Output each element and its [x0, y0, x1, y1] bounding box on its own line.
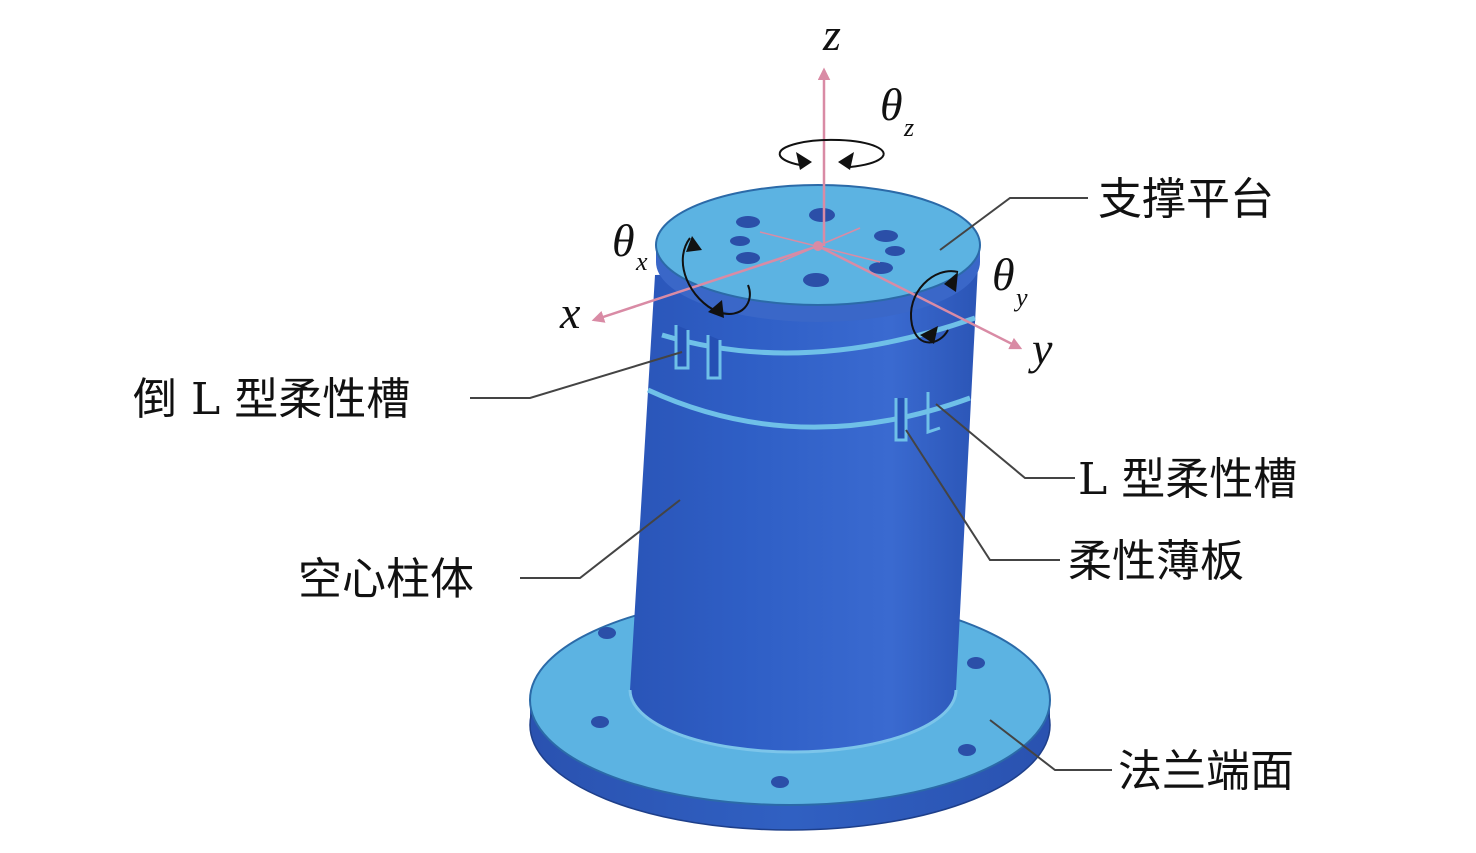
- platform-guide-line: [779, 227, 861, 263]
- column-body: [630, 265, 978, 752]
- l-slot: [926, 392, 941, 435]
- leader-hollow-column: [520, 499, 681, 579]
- label-flange-face: 法兰端面: [1118, 746, 1294, 797]
- flexible-plate-gap: [646, 387, 971, 430]
- leader-inverted-l-slot: [470, 351, 683, 399]
- theta-y-arrowhead: [920, 326, 938, 344]
- platform-hole: [736, 216, 760, 228]
- flange-hole: [771, 776, 789, 788]
- platform-hole: [885, 246, 905, 256]
- l-slot: [894, 398, 908, 442]
- theta-y-rotation-arrow: [909, 270, 959, 344]
- leader-lines: [470, 197, 1112, 771]
- inverted-l-slot: [674, 325, 690, 370]
- platform-hole: [809, 208, 835, 222]
- platform-hole: [736, 252, 760, 264]
- flange-hole: [967, 657, 985, 669]
- label-inverted-l-slot: 倒 L 型柔性槽: [133, 374, 410, 425]
- theta-z-arrowhead: [796, 152, 812, 170]
- flange-hole: [591, 716, 609, 728]
- theta-y-subscript: y: [1013, 283, 1028, 312]
- leader-l-slot: [935, 403, 1075, 479]
- platform-hole: [874, 230, 898, 242]
- theta-y-arrowhead: [944, 272, 958, 292]
- label-support-platform: 支撑平台: [1098, 174, 1274, 225]
- theta-x-label: θ: [612, 215, 635, 266]
- theta-x-arrowhead: [686, 236, 702, 252]
- flange-hole: [958, 744, 976, 756]
- coordinate-axes: z x y θ z θ x θ y: [559, 9, 1053, 374]
- z-axis-label: z: [822, 9, 841, 60]
- leader-flexible-plate: [905, 429, 1060, 561]
- x-axis-label: x: [559, 287, 581, 338]
- theta-y-label: θ: [992, 249, 1015, 300]
- column-base-ring: [628, 689, 958, 754]
- x-axis-line: [591, 244, 819, 323]
- theta-x-arrowhead: [708, 300, 724, 318]
- leader-flange-face: [989, 719, 1112, 771]
- support-platform: [655, 184, 981, 322]
- label-hollow-column: 空心柱体: [298, 554, 474, 605]
- label-l-slot: L 型柔性槽: [1078, 454, 1297, 505]
- platform-hole: [869, 262, 893, 274]
- y-axis-line: [817, 244, 1023, 350]
- theta-z-rotation-arrow: [778, 138, 885, 168]
- theta-z-subscript: z: [903, 113, 914, 142]
- platform-hole: [730, 236, 750, 246]
- component-labels: 支撑平台 倒 L 型柔性槽 L 型柔性槽 柔性薄板 空心柱体 法兰端面: [133, 174, 1297, 797]
- flange-hole: [598, 627, 616, 639]
- leader-support-platform: [939, 197, 1088, 251]
- y-axis-label: y: [1028, 323, 1053, 374]
- platform-hole: [803, 273, 829, 287]
- theta-z-arrowhead: [838, 152, 854, 170]
- label-flexible-plate: 柔性薄板: [1068, 536, 1244, 587]
- inverted-l-slot: [706, 335, 722, 380]
- theta-x-subscript: x: [635, 247, 648, 276]
- theta-z-label: θ: [880, 79, 903, 130]
- hollow-column: [628, 265, 978, 754]
